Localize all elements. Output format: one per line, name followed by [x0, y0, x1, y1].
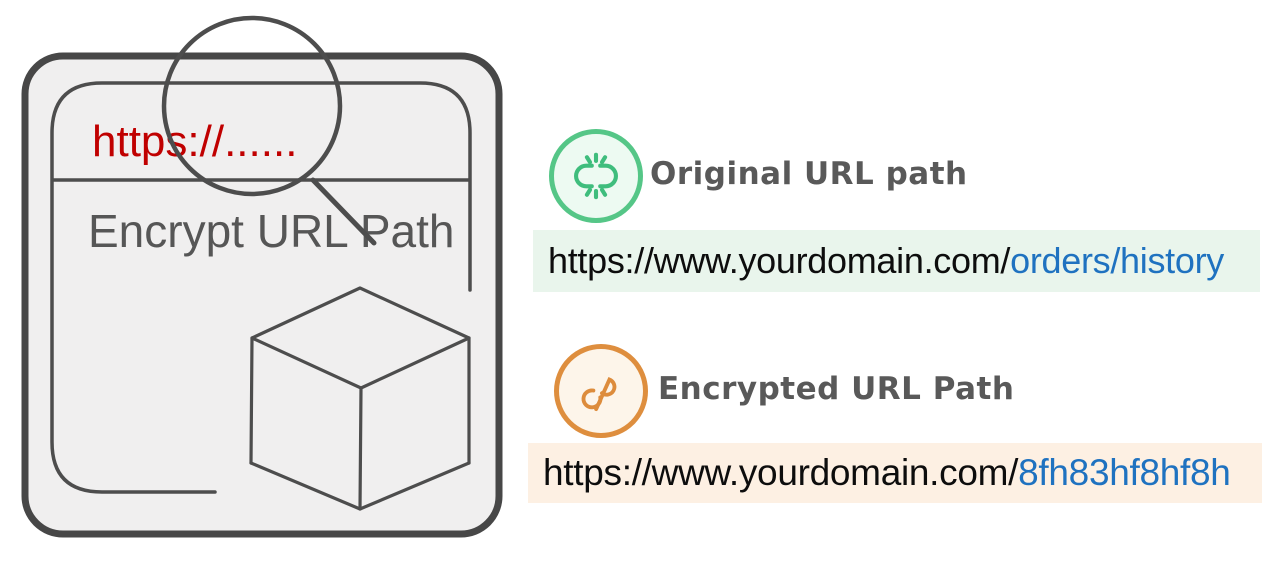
- browser-window-outline: [50, 81, 472, 494]
- original-url-path: orders/history: [1010, 240, 1224, 281]
- original-url-box: https://www.yourdomain.com/orders/histor…: [533, 230, 1260, 292]
- encrypted-url-box: https://www.yourdomain.com/8fh83hf8hf8h: [528, 443, 1262, 503]
- browser-illustration: https://...... Encrypt URL Path: [21, 15, 503, 538]
- magnifier-icon: [161, 15, 377, 246]
- scrambled-link-icon: [554, 344, 648, 438]
- encrypted-url-prefix: https://www.yourdomain.com/: [543, 452, 1019, 493]
- cube-icon: [249, 286, 471, 511]
- broken-link-icon: [549, 129, 643, 223]
- encrypted-url-path: 8fh83hf8hf8h: [1018, 452, 1231, 493]
- browser-frame: [21, 52, 503, 538]
- window-title: Encrypt URL Path: [88, 205, 454, 257]
- encrypted-url-label: Encrypted URL Path: [658, 371, 1015, 407]
- original-url-label: Original URL path: [650, 156, 968, 192]
- original-url-prefix: https://www.yourdomain.com/: [548, 240, 1011, 281]
- address-url-text: https://......: [92, 117, 297, 166]
